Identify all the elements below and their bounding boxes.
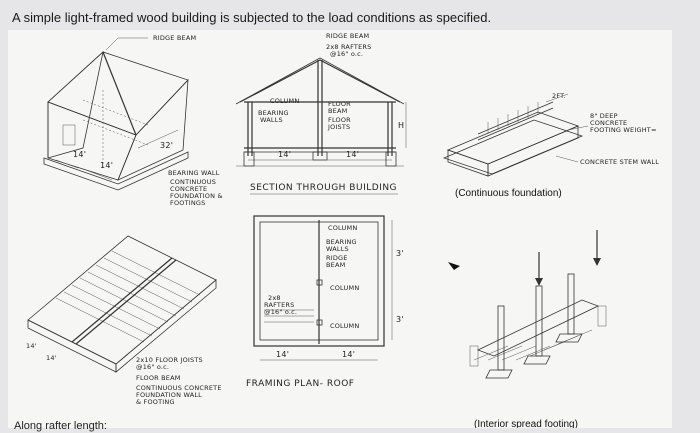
plan-column-mid-label: COLUMN [330,284,359,292]
iso-concrete-label: CONCRETE [170,185,207,193]
section-floor-joists-label-1: FLOOR [328,116,351,124]
plan-dim-14b: 14' [342,350,355,359]
section-drawing: H 14' 14' RIDGE BEAM 2x8 RAFTERS @16" o.… [235,32,407,195]
plan-bearing-label-1: BEARING [326,238,357,246]
floor-beam-label: FLOOR BEAM [136,374,181,382]
cursor-arrow-icon [448,262,460,270]
section-ridge-beam-label: RIDGE BEAM [326,32,369,40]
plan-dim-14a: 14' [276,350,289,359]
section-bearing-label-2: WALLS [260,116,283,124]
iso-foundation-label: FOUNDATION & [170,192,223,200]
section-rafters-label-1: 2x8 RAFTERS [326,43,371,51]
section-floor-beam-label-2: BEAM [328,107,347,115]
plan-rafters-label-2: RAFTERS [264,301,294,309]
plan-rafters-label-1: 2x8 [268,294,281,302]
continuous-foundation-drawing: 2FT. 8" DEEP CONCRETE FOOTING WEIGHT= CO… [442,92,659,199]
iso-dim-32: 32' [160,141,173,150]
foundation-stem-label: CONCRETE STEM WALL [580,158,659,166]
section-title: SECTION THROUGH BUILDING [250,183,397,193]
iso-ridge-beam-label: RIDGE BEAM [153,34,196,42]
foundation-deep-label-2: CONCRETE [590,119,627,127]
along-rafter-partial-text: Along rafter length: [14,420,107,432]
drawing-panel: 14' 14' 32' RIDGE BEAM BEARING WALL CONT… [8,30,672,428]
floor-joists-label-2: @16" o.c. [136,363,169,371]
floor-dim-a: 14' [26,342,37,350]
foundation-2ft-label: 2FT. [552,92,566,100]
framing-plan-title: FRAMING PLAN- ROOF [246,379,354,389]
isometric-house-drawing: 14' 14' 32' RIDGE BEAM BEARING WALL CONT… [43,34,223,207]
section-bearing-label-1: BEARING [258,109,289,117]
continuous-foundation-caption: (Continuous foundation) [455,188,562,199]
iso-dim-14a: 14' [73,150,86,159]
section-h-label: H [398,121,404,130]
floor-found-label-3: & FOOTING [136,398,175,406]
floor-dim-b: 14' [46,354,57,362]
plan-bearing-label-2: WALLS [326,245,349,253]
spread-footing-drawing: (Interior spread footing) [469,230,607,428]
section-dim-14a: 14' [278,150,291,159]
iso-continuous-label: CONTINUOUS [170,178,216,186]
plan-ridge-label-1: RIDGE [326,254,348,262]
floor-framing-drawing: 14' 14' 2x10 FLOOR JOISTS @16" o.c. FLOO… [26,235,222,406]
section-dim-14b: 14' [346,150,359,159]
plan-ridge-label-2: BEAM [326,261,345,269]
section-floor-beam-label-1: FLOOR [328,100,351,108]
plan-column-top-label: COLUMN [328,224,357,232]
plan-dim-3a: 3' [396,249,404,258]
iso-bearing-wall-label: BEARING WALL [168,169,220,177]
section-column-label: COLUMN [270,97,299,105]
iso-dim-14b: 14' [100,161,113,170]
plan-rafters-label-3: @16" o.c. [264,308,297,316]
foundation-deep-label-3: FOOTING WEIGHT= [590,126,657,134]
section-floor-joists-label-2: JOISTS [327,123,350,131]
iso-footings-label: FOOTINGS [170,199,205,207]
plan-dim-3b: 3' [396,315,404,324]
spread-footing-caption: (Interior spread footing) [474,419,578,428]
floor-found-label-2: FOUNDATION WALL [136,391,202,399]
section-rafters-label-2: @16" o.c. [330,50,363,58]
foundation-deep-label-1: 8" DEEP [590,112,618,120]
plan-column-bot-label: COLUMN [330,322,359,330]
structural-drawings: 14' 14' 32' RIDGE BEAM BEARING WALL CONT… [26,32,659,428]
floor-found-label-1: CONTINUOUS CONCRETE [136,384,222,392]
floor-joists-label-1: 2x10 FLOOR JOISTS [136,356,203,364]
framing-plan-drawing: 3' 3' 14' 14' COLUMN BEARING WALLS RIDGE… [246,215,404,389]
question-text: A simple light-framed wood building is s… [12,10,492,25]
